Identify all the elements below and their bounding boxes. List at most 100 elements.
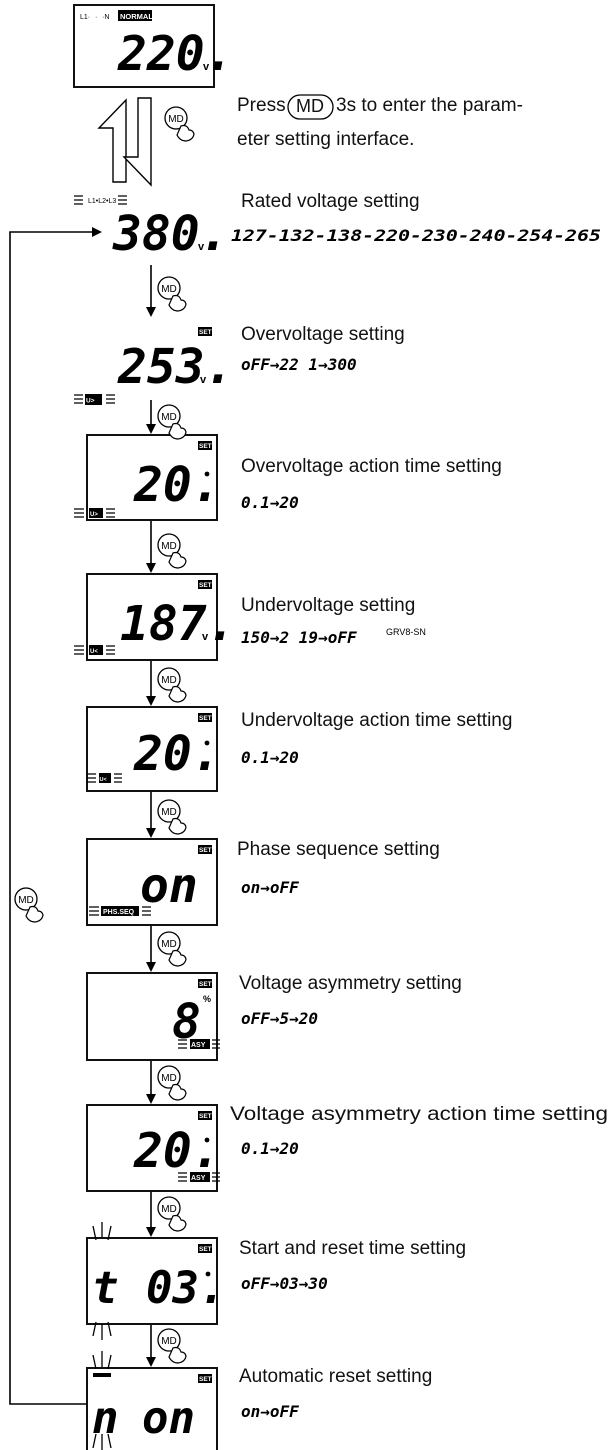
step-range-start-reset: oFF→03→30 xyxy=(241,1274,328,1293)
md-button-label: MD xyxy=(161,412,177,423)
step-title-undervoltage: Undervoltage setting xyxy=(241,595,415,616)
undervoltage-badge-label: U< xyxy=(100,777,107,783)
lcd-phase-sequence-value: on xyxy=(140,858,198,914)
model-note: GRV8-SN xyxy=(386,627,426,637)
md-button-icon[interactable]: MD xyxy=(157,276,187,312)
step-range-auto-reset: on→oFF xyxy=(241,1402,299,1421)
md-button-label: MD xyxy=(161,284,177,295)
asymmetry-badge-label: ASY xyxy=(191,1175,206,1182)
set-badge-label: SET xyxy=(199,847,212,854)
step-range-asymmetry: oFF→5→20 xyxy=(241,1009,318,1028)
step-undervoltage-time: SET 20. U< Undervoltage action time sett… xyxy=(86,706,512,792)
md-button-icon[interactable]: MD xyxy=(157,667,187,703)
md-button-icon[interactable]: MD xyxy=(157,533,187,569)
md-button-icon[interactable]: MD xyxy=(157,1065,187,1101)
set-badge-label: SET xyxy=(199,1113,212,1120)
phase-tag-l1l2l3: L1•L2•L3 xyxy=(88,198,116,205)
step-range-undervoltage-time: 0.1→20 xyxy=(241,748,299,767)
asymmetry-badge-label: ASY xyxy=(191,1042,206,1049)
phase-tag-l2: · xyxy=(95,14,97,21)
set-badge xyxy=(198,845,212,854)
md-button-icon[interactable]: MD xyxy=(157,1196,187,1232)
step-asymmetry-time: SET 20. ASY Voltage asymmetry action tim… xyxy=(86,1104,608,1192)
step-range-overvoltage: oFF→22 1→300 xyxy=(241,355,357,374)
step-title-overvoltage-time: Overvoltage action time setting xyxy=(241,456,502,477)
overvoltage-badge xyxy=(89,508,103,518)
overvoltage-badge xyxy=(85,394,102,405)
flicker-marks xyxy=(74,195,83,205)
instruction-press: Press xyxy=(237,95,286,116)
set-badge xyxy=(198,1374,212,1383)
set-badge-label: SET xyxy=(199,1246,212,1253)
lcd-start-reset-prefix: t xyxy=(92,1263,119,1314)
set-badge-label: SET xyxy=(199,981,212,988)
lcd-auto-reset-prefix: n xyxy=(92,1393,119,1444)
lcd-asymmetry-time-value: 20. xyxy=(133,1123,221,1179)
undervoltage-badge-label: U< xyxy=(90,649,98,655)
instruction-text: Press MD 3s to enter the param- eter set… xyxy=(237,94,523,150)
blinking-prefix-marks xyxy=(92,1351,112,1450)
set-badge xyxy=(198,327,212,336)
md-inline-badge xyxy=(287,94,334,120)
md-button-label: MD xyxy=(18,895,34,906)
step-range-undervoltage: 150→2 19→oFF xyxy=(241,628,357,647)
normal-badge-label: NORMAL xyxy=(120,12,153,21)
lcd-overvoltage-value: 253. xyxy=(117,339,234,395)
step-start-reset-time: SET t 03. Start and reset time setting o… xyxy=(86,1222,466,1340)
step-title-asymmetry: Voltage asymmetry setting xyxy=(239,973,462,994)
step-automatic-reset: SET n on Automatic reset setting on→oFF xyxy=(86,1351,432,1450)
md-button-icon[interactable]: MD xyxy=(157,404,187,440)
step-title-auto-reset: Automatic reset setting xyxy=(239,1366,432,1387)
md-button-label: MD xyxy=(161,807,177,818)
lcd-undervoltage-time-value: 20. xyxy=(133,726,221,782)
phase-tag-l1: L1· xyxy=(80,14,90,21)
step-title-undervoltage-time: Undervoltage action time setting xyxy=(241,710,512,731)
step-voltage-asymmetry: SET 8 % ASY Voltage asymmetry setting oF… xyxy=(86,972,462,1061)
step-range-phase-sequence: on→oFF xyxy=(241,878,299,897)
step-title-asymmetry-time: Voltage asymmetry action time setting xyxy=(230,1104,608,1125)
set-badge-label: SET xyxy=(199,1376,212,1383)
set-badge-label: SET xyxy=(199,329,212,336)
set-badge-label: SET xyxy=(199,582,212,589)
instruction-line2: eter setting interface. xyxy=(237,129,414,150)
enter-exit-arrows-icon xyxy=(97,97,152,187)
md-button-icon[interactable]: MD xyxy=(164,106,195,142)
lcd-undervoltage-value: 187. xyxy=(120,596,236,652)
step-title-rated-voltage: Rated voltage setting xyxy=(241,191,420,212)
step-title-overvoltage: Overvoltage setting xyxy=(241,324,405,345)
md-button-label: MD xyxy=(161,939,177,950)
undervoltage-badge xyxy=(99,773,111,783)
step-rated-voltage: L1•L2•L3 380. v Rated voltage setting 12… xyxy=(74,191,601,262)
set-badge xyxy=(198,1111,212,1120)
lcd-rated-voltage-unit: v xyxy=(198,241,205,253)
overvoltage-badge-label: U> xyxy=(90,512,98,518)
md-button-label: MD xyxy=(161,675,177,686)
seconds-dot-icon xyxy=(204,471,210,477)
normal-badge xyxy=(118,10,152,21)
lcd-rated-voltage-value: 380. xyxy=(112,206,229,262)
md-button-label: MD xyxy=(161,1336,177,1347)
md-inline-label: MD xyxy=(296,96,324,116)
lcd-start-reset-value: 03. xyxy=(146,1263,225,1314)
md-button-icon[interactable]: MD xyxy=(157,1328,187,1364)
blink-segment-icon xyxy=(93,1373,111,1377)
step-range-asymmetry-time: 0.1→20 xyxy=(241,1139,299,1158)
md-button-icons: MD MD MD MD MD MD MD MD MD xyxy=(157,276,187,1364)
md-button-icon[interactable]: MD xyxy=(157,799,187,835)
set-badge xyxy=(198,441,212,450)
set-badge xyxy=(198,713,212,722)
set-badge xyxy=(198,979,212,988)
md-button-icon[interactable]: MD xyxy=(157,931,187,967)
md-button-label: MD xyxy=(168,114,184,125)
lcd-normal-unit: v xyxy=(203,61,210,73)
phase-sequence-badge-label: PHS.SEQ xyxy=(103,909,135,916)
blinking-prefix-marks xyxy=(92,1222,112,1340)
md-button-label: MD xyxy=(161,1204,177,1215)
asymmetry-badge xyxy=(190,1039,210,1049)
step-phase-sequence: SET on PHS.SEQ Phase sequence setting on… xyxy=(86,838,440,926)
phase-tag-n: ·N xyxy=(102,14,109,21)
set-badge xyxy=(198,580,212,589)
md-button-icon[interactable]: MD xyxy=(14,887,44,923)
seconds-dot-icon xyxy=(205,1271,211,1277)
